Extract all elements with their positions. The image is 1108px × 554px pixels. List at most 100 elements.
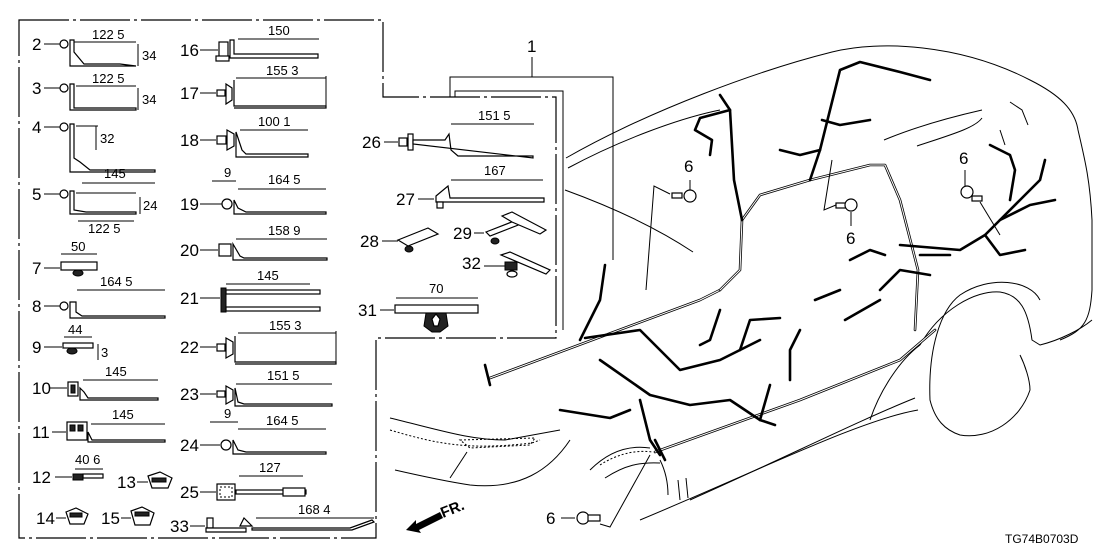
dimension-length: 164 5	[268, 172, 301, 187]
clip-number: 6	[959, 149, 968, 168]
part-32[interactable]: 32	[462, 251, 552, 278]
part-33[interactable]: 33 168 4	[170, 502, 376, 536]
part-7[interactable]: 7 50	[32, 239, 98, 278]
dimension-length: 158 9	[268, 223, 301, 238]
part-number: 23	[180, 385, 199, 404]
front-direction-indicator: FR.	[406, 497, 467, 533]
clip-number: 6	[546, 509, 555, 528]
part-number: 11	[32, 423, 50, 442]
part-22[interactable]: 22 155 3	[180, 318, 337, 365]
dimension-length: 40 6	[75, 452, 100, 467]
dimension-height: 24	[143, 198, 157, 213]
part-24[interactable]: 24 9 164 5	[180, 406, 327, 455]
vehicle-body-outline	[564, 45, 1093, 521]
clip-6-center[interactable]: 6	[823, 159, 858, 248]
part-number: 7	[32, 259, 41, 278]
part-number: 17	[180, 84, 199, 103]
part-number: 22	[180, 338, 199, 357]
callout-1-bracket: 1	[449, 37, 614, 330]
front-arrow-icon	[406, 512, 443, 533]
part-number: 20	[180, 241, 199, 260]
part-25[interactable]: 25 127	[180, 460, 307, 502]
dimension-height: 34	[142, 92, 156, 107]
dimension-length: 150	[268, 23, 290, 38]
part-number: 14	[36, 509, 55, 528]
part-15[interactable]: 15	[101, 506, 155, 528]
part-11[interactable]: 11 145	[32, 407, 166, 443]
dimension-length: 100 1	[258, 114, 291, 129]
dimension-length: 145	[112, 407, 134, 422]
dimension-length: 151 5	[267, 368, 300, 383]
dimension-length: 164 5	[266, 413, 299, 428]
part-27[interactable]: 27 167	[396, 163, 545, 209]
clip-6-upper-left[interactable]: 6	[645, 157, 697, 291]
dimension-height: 32	[100, 131, 114, 146]
part-10[interactable]: 10 145	[32, 364, 159, 401]
part-number: 10	[32, 379, 51, 398]
part-9[interactable]: 9 44 3	[32, 322, 108, 360]
part-28[interactable]: 28	[360, 227, 440, 253]
part-number: 2	[32, 35, 41, 54]
dimension-offset: 9	[224, 406, 231, 421]
part-number: 19	[180, 195, 199, 214]
part-23[interactable]: 23 151 5	[180, 368, 333, 407]
part-number: 8	[32, 297, 41, 316]
part-number: 25	[180, 483, 199, 502]
clip-6-upper-right[interactable]: 6	[959, 149, 1001, 236]
dimension-length: 50	[71, 239, 85, 254]
diagram-code: TG74B0703D	[1005, 532, 1079, 546]
dimension-length: 164 5	[100, 274, 133, 289]
part-number: 28	[360, 232, 379, 251]
part-2[interactable]: 2 122 5 34	[32, 27, 156, 67]
part-number: 32	[462, 254, 481, 273]
part-number: 24	[180, 436, 199, 455]
part-4[interactable]: 4 32 145	[32, 118, 156, 184]
part-number: 26	[362, 133, 381, 152]
part-5[interactable]: 5 24 122 5	[32, 185, 157, 236]
dimension-length: 145	[257, 268, 279, 283]
dimension-length: 70	[429, 281, 443, 296]
part-14[interactable]: 14	[36, 507, 89, 528]
part-number: 27	[396, 190, 415, 209]
part-12[interactable]: 12 40 6	[32, 452, 104, 487]
dimension-length: 151 5	[478, 108, 511, 123]
clip-number: 6	[846, 229, 855, 248]
part-16[interactable]: 16 150	[180, 23, 319, 62]
part-17[interactable]: 17 155 3	[180, 63, 327, 109]
callout-main: 1	[527, 37, 536, 56]
front-label: FR.	[438, 497, 467, 522]
front-fender-outline	[389, 417, 689, 501]
dimension-offset: 9	[224, 165, 231, 180]
part-8[interactable]: 8 164 5	[32, 274, 166, 319]
dimension-length: 122 5	[92, 27, 125, 42]
part-19[interactable]: 19 9 164 5	[180, 165, 327, 215]
dimension-length: 127	[259, 460, 281, 475]
dimension-length: 145	[104, 166, 126, 181]
part-31[interactable]: 31 70	[358, 281, 479, 333]
clip-6-bottom[interactable]: 6	[546, 454, 651, 528]
part-number: 18	[180, 131, 199, 150]
part-18[interactable]: 18 100 1	[180, 114, 309, 158]
part-20[interactable]: 20 158 9	[180, 223, 328, 261]
part-number: 33	[170, 517, 189, 536]
dimension-length: 155 3	[266, 63, 299, 78]
part-number: 5	[32, 185, 41, 204]
part-29[interactable]: 29	[453, 211, 548, 245]
part-number: 21	[180, 289, 199, 308]
part-26[interactable]: 26 151 5	[362, 108, 534, 159]
part-21[interactable]: 21 145	[180, 268, 321, 313]
dimension-height: 3	[101, 345, 108, 360]
part-number: 29	[453, 224, 472, 243]
kit-boundary	[18, 19, 557, 539]
wire-harness	[483, 60, 1057, 462]
part-number: 12	[32, 468, 51, 487]
part-number: 9	[32, 338, 41, 357]
dimension-length: 168 4	[298, 502, 331, 517]
part-13[interactable]: 13	[117, 471, 173, 492]
dimension-length: 44	[68, 322, 82, 337]
dimension-length: 167	[484, 163, 506, 178]
part-3[interactable]: 3 122 5 34	[32, 71, 156, 111]
dimension-length: 122 5	[88, 221, 121, 236]
part-number: 16	[180, 41, 199, 60]
